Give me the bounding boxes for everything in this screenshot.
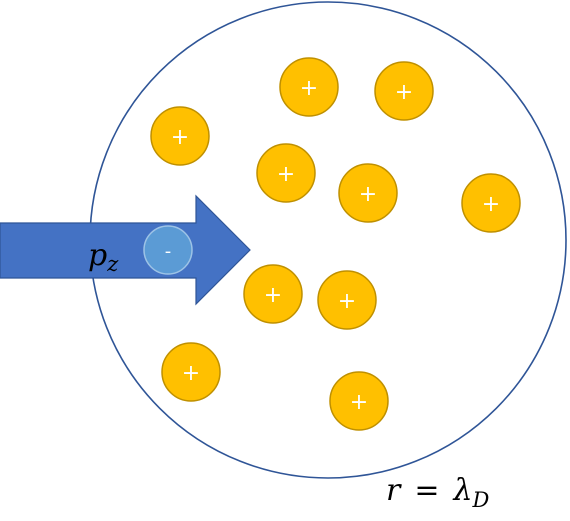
ion-sign: + xyxy=(277,162,295,187)
positive-ion: + xyxy=(161,342,221,402)
electron: - xyxy=(143,225,193,275)
positive-ion: + xyxy=(317,270,377,330)
ion-sign: + xyxy=(395,80,413,105)
ion-sign: + xyxy=(482,192,500,217)
ion-circle xyxy=(279,57,339,117)
radius-label: r = λD xyxy=(386,473,490,512)
ion-circle xyxy=(161,342,221,402)
momentum-symbol: p xyxy=(88,238,107,273)
momentum-arrow xyxy=(0,194,251,306)
positive-ion: + xyxy=(374,61,434,121)
ion-circle xyxy=(256,143,316,203)
positive-ions: + + + + + + + + + + xyxy=(150,57,521,431)
radius-lhs: r xyxy=(386,473,402,508)
radius-symbol: λ xyxy=(452,473,472,508)
ion-sign: + xyxy=(338,289,356,314)
positive-ion: + xyxy=(461,173,521,233)
ion-circle xyxy=(461,173,521,233)
electron-circle xyxy=(143,225,193,275)
positive-ion: + xyxy=(256,143,316,203)
positive-ion: + xyxy=(150,106,210,166)
ion-sign: + xyxy=(264,283,282,308)
ion-sign: + xyxy=(300,76,318,101)
ion-circle xyxy=(317,270,377,330)
momentum-label: pz xyxy=(88,238,119,276)
ion-sign: + xyxy=(182,361,200,386)
positive-ion: + xyxy=(279,57,339,117)
ion-circle xyxy=(243,264,303,324)
positive-ion: + xyxy=(329,371,389,431)
ion-circle xyxy=(338,163,398,223)
ion-sign: + xyxy=(171,125,189,150)
ion-circle xyxy=(329,371,389,431)
ion-sign: + xyxy=(359,182,377,207)
positive-ion: + xyxy=(338,163,398,223)
momentum-subscript: z xyxy=(106,252,119,276)
radius-subscript: D xyxy=(472,488,490,512)
electron-sign: - xyxy=(165,241,172,262)
ion-sign: + xyxy=(350,390,368,415)
ion-circle xyxy=(150,106,210,166)
ion-circle xyxy=(374,61,434,121)
radius-equals: = xyxy=(414,473,439,508)
positive-ion: + xyxy=(243,264,303,324)
